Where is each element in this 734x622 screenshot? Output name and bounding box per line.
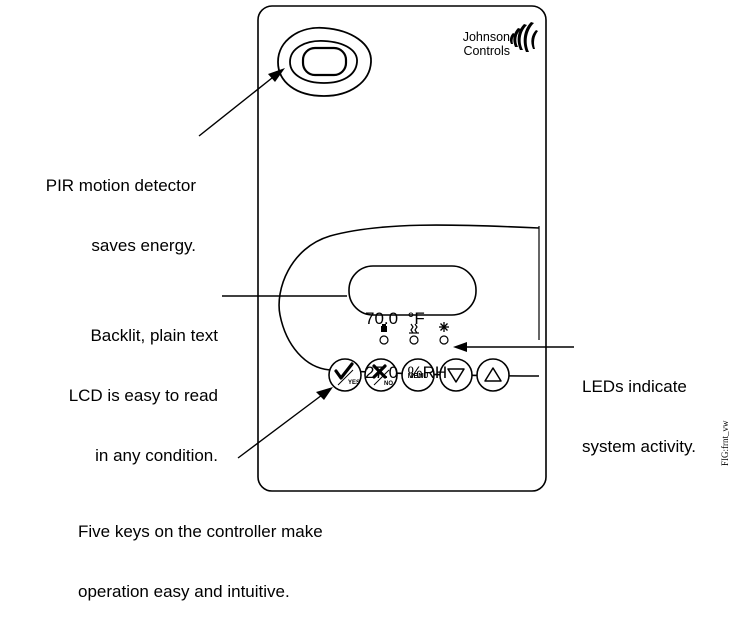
lcd-readout: 70.0 °F 27.0 %RH (365, 274, 447, 400)
down-arrow-icon (447, 368, 465, 383)
callout-keys-line-2: operation easy and intuitive. (78, 582, 290, 601)
key-down[interactable] (439, 358, 473, 392)
callout-keys-line-1: Five keys on the controller make (78, 522, 323, 541)
callout-pir-line-2: saves energy. (91, 236, 196, 255)
callout-pir-line-1: PIR motion detector (45, 176, 196, 195)
callout-leds-line-2: system activity. (582, 437, 696, 456)
key-menu-label: MENU (408, 373, 429, 380)
callout-keys: Five keys on the controller make operati… (78, 482, 323, 622)
key-yes-label: YES (348, 380, 360, 386)
fan-led (409, 335, 419, 345)
up-arrow-icon (484, 367, 502, 382)
key-up[interactable] (476, 358, 510, 392)
callout-leds-line-1: LEDs indicate (582, 377, 687, 396)
key-no[interactable]: NO (364, 358, 398, 392)
callout-lcd: Backlit, plain text LCD is easy to read … (20, 286, 218, 486)
brand-name: Johnson Controls (434, 30, 510, 58)
led-indicators (379, 322, 449, 345)
thermostat-diagram: YES NO MENU (198, 5, 574, 492)
pir-sensor (277, 27, 372, 97)
leader-leds (453, 342, 574, 352)
callout-pir: PIR motion detector saves energy. (30, 136, 196, 276)
fan-icon (409, 323, 419, 334)
leader-keys (237, 387, 333, 459)
brand-line-1: Johnson (462, 30, 510, 44)
lcd-display (348, 265, 477, 316)
cool-led (439, 335, 449, 345)
key-no-label: NO (384, 381, 393, 387)
figure-id: FIG:frnt_vw (720, 420, 730, 467)
key-yes[interactable]: YES (328, 358, 362, 392)
callout-lcd-line-3: in any condition. (95, 446, 218, 465)
heat-led (379, 335, 389, 345)
johnson-controls-logo-icon (509, 22, 538, 52)
leader-pir (198, 68, 285, 137)
cool-icon (439, 322, 449, 332)
callout-lcd-line-1: Backlit, plain text (90, 326, 218, 345)
callout-lcd-line-2: LCD is easy to read (68, 386, 218, 405)
lcd-humidity: 27.0 %RH (365, 363, 448, 382)
brand-line-2: Controls (463, 44, 510, 58)
lcd-temperature: 70.0 °F (365, 309, 425, 328)
callout-leds: LEDs indicate system activity. (582, 337, 696, 477)
heat-icon (381, 324, 387, 332)
checkmark-icon (334, 362, 354, 386)
key-menu[interactable]: MENU (401, 358, 435, 392)
